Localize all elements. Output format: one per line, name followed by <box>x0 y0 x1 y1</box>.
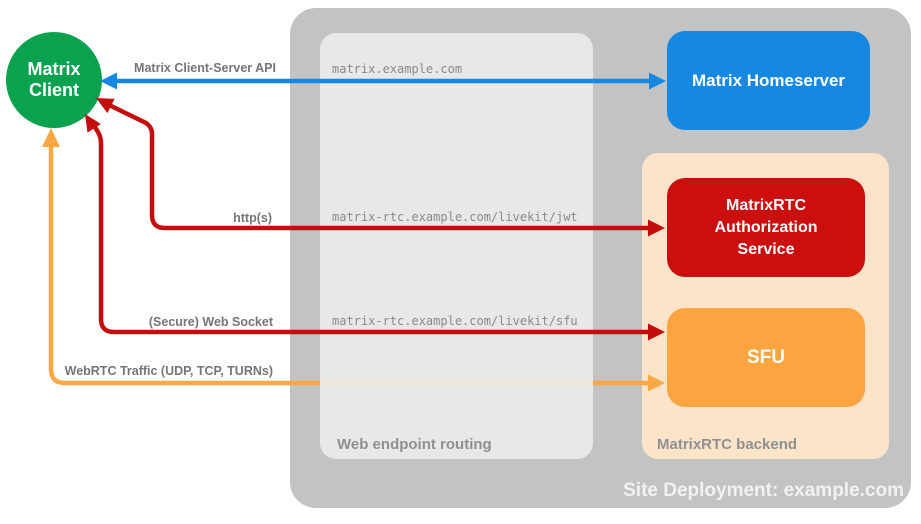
webrtc-traffic-label: WebRTC Traffic (UDP, TCP, TURNs) <box>64 364 273 378</box>
matrix-homeserver-label: Matrix Homeserver <box>691 70 846 90</box>
auth-service-label-line2: Authorization <box>714 218 818 236</box>
sfu-label: SFU <box>747 346 785 368</box>
matrixrtc-authorization-service-node: MatrixRTC Authorization Service <box>667 178 865 277</box>
websocket-label: (Secure) Web Socket <box>148 315 273 329</box>
http-label: http(s) <box>233 211 272 225</box>
web-endpoint-routing-caption: Web endpoint routing <box>337 436 492 453</box>
web-endpoint-routing-box <box>320 33 593 459</box>
matrix-client-label-line2: Client <box>28 80 79 100</box>
endpoint-livekit-sfu: matrix-rtc.example.com/livekit/sfu <box>332 314 578 328</box>
endpoint-matrix-example-com: matrix.example.com <box>332 62 463 76</box>
auth-service-label-line3: Service <box>737 240 795 258</box>
matrix-client-label-line1: Matrix <box>27 59 81 79</box>
matrix-client-node: Matrix Client <box>6 32 102 128</box>
endpoint-livekit-jwt: matrix-rtc.example.com/livekit/jwt <box>332 210 578 224</box>
auth-service-label-line1: MatrixRTC <box>725 196 806 214</box>
sfu-node: SFU <box>667 308 865 407</box>
client-server-api-label: Matrix Client-Server API <box>134 61 276 75</box>
matrixrtc-backend-caption: MatrixRTC backend <box>657 436 798 453</box>
matrix-homeserver-node: Matrix Homeserver <box>667 31 870 130</box>
site-deployment-caption: Site Deployment: example.com <box>623 480 904 501</box>
